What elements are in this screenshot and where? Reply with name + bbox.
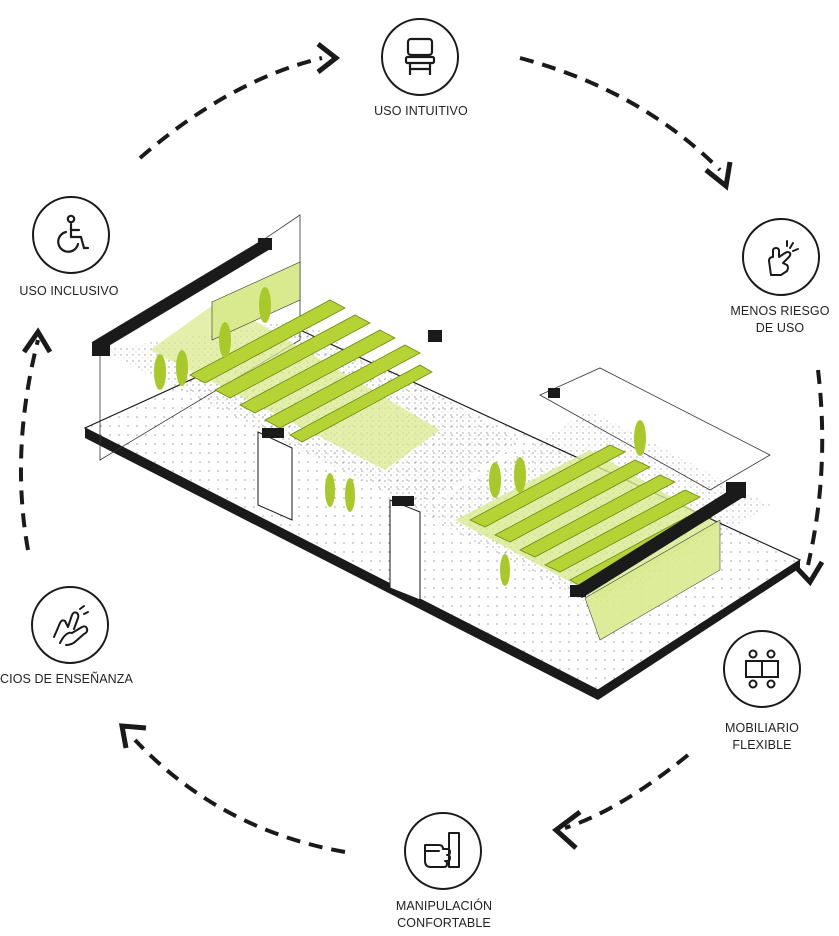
arrowhead-left (21, 327, 53, 354)
table-layout-icon (745, 649, 779, 689)
person-figure (634, 420, 646, 456)
base-edge-side (598, 560, 800, 700)
right-room-front-panel (584, 519, 721, 641)
sign-language-icon (53, 605, 89, 646)
node-uso-inclusivo (32, 196, 110, 274)
left-desk-row-2 (214, 314, 371, 399)
person-figure (259, 287, 271, 323)
arrow-path-left (18, 339, 40, 551)
column-block (570, 585, 586, 597)
arrowhead-right (792, 560, 825, 587)
hand-press-icon (424, 832, 460, 868)
person-figure (219, 322, 231, 358)
right-dark-beam (570, 490, 742, 598)
arrow-path-top-left (138, 56, 323, 160)
arrowhead-top-right (704, 161, 733, 191)
column-block (92, 342, 110, 356)
left-desk-row-1 (189, 299, 346, 384)
label-uso-intuitivo: USO INTUITIVO (374, 104, 468, 118)
person-figure (345, 478, 355, 512)
arrowhead-bottom-left (118, 723, 147, 749)
column-block (428, 330, 442, 342)
left-room-back-panel (211, 261, 301, 341)
right-desk-row-2 (494, 459, 651, 543)
label-mobiliario-line1: MOBILIARIO (725, 721, 799, 735)
label-menos-riesgo-line1: MENOS RIESGO (730, 304, 830, 318)
base-edge-front (85, 428, 598, 700)
left-desk-row-4 (264, 344, 421, 429)
arrow-path-bottom-left (133, 738, 346, 854)
center-partition-wall (389, 499, 421, 601)
person-figure (154, 354, 166, 390)
right-desk-row-1 (469, 444, 626, 528)
label-manipulacion-line2: CONFORTABLE (397, 916, 491, 930)
column-block (262, 428, 284, 438)
column-block (726, 482, 746, 498)
node-mobiliario-flexible (723, 630, 801, 708)
person-figure (514, 457, 526, 493)
label-ensenanza: CIOS DE ENSEÑANZA (0, 672, 133, 686)
chair-icon (404, 37, 436, 75)
node-uso-intuitivo (381, 18, 459, 96)
label-uso-inclusivo: USO INCLUSIVO (19, 284, 119, 298)
label-manipulacion-line1: MANIPULACIÓN (395, 899, 493, 913)
column-block (392, 496, 414, 506)
person-figure (489, 462, 501, 498)
person-figure (325, 473, 335, 507)
left-desk-row-5 (289, 364, 433, 443)
label-mobiliario-line2: FLEXIBLE (732, 738, 792, 752)
right-desk-row-3 (519, 474, 676, 558)
left-partition-wall (257, 431, 293, 521)
column-block (258, 238, 272, 250)
node-ensenanza (31, 586, 109, 664)
label-menos-riesgo-line2: DE USO (755, 321, 805, 335)
left-desk-row-3 (239, 329, 396, 414)
left-dark-beam (92, 240, 272, 350)
node-manipulacion (404, 812, 482, 890)
arrowhead-top (316, 42, 341, 74)
snap-hand-icon (768, 240, 799, 276)
arrow-path-bottom-right (564, 753, 690, 830)
person-figure (500, 554, 510, 586)
node-menos-riesgo (742, 218, 820, 296)
arrow-path-right (806, 369, 825, 566)
arrow-path-top-right (519, 56, 722, 172)
person-figure (176, 350, 188, 386)
wheelchair-icon (57, 214, 90, 253)
arrowhead-bottom-right (552, 810, 582, 850)
right-desk-row-4 (544, 489, 701, 573)
column-block (548, 388, 560, 398)
